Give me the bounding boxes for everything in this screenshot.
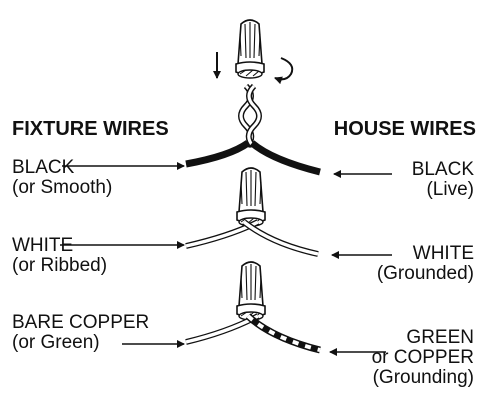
label-line: GREEN bbox=[406, 327, 474, 348]
label-line: BLACK bbox=[411, 159, 474, 180]
wire-connector-icon bbox=[235, 19, 265, 79]
white-house-wire bbox=[242, 219, 319, 257]
label-line: BARE COPPER bbox=[12, 312, 150, 333]
black-house-wire bbox=[249, 140, 321, 176]
label-line: (Live) bbox=[426, 179, 474, 200]
house-black-label: BLACK (Live) bbox=[412, 160, 474, 200]
twisted-wire-pair bbox=[238, 83, 262, 149]
wire-connector-icon bbox=[236, 167, 266, 227]
house-green-label: GREEN or COPPER (Grounding) bbox=[372, 328, 474, 388]
label-line: (Grounding) bbox=[372, 367, 474, 388]
label-line: (or Ribbed) bbox=[12, 255, 108, 276]
label-line: (or Green) bbox=[12, 332, 100, 353]
house-white-label: WHITE (Grounded) bbox=[377, 244, 474, 284]
white-fixture-wire bbox=[185, 219, 260, 249]
wire-connector-icon bbox=[236, 261, 266, 321]
label-line: WHITE bbox=[12, 235, 74, 256]
label-line: (or Smooth) bbox=[12, 177, 113, 198]
fixture-wires-header: FIXTURE WIRES bbox=[12, 118, 169, 140]
label-line: BLACK bbox=[12, 157, 75, 178]
label-line: (Grounded) bbox=[376, 263, 474, 284]
black-fixture-wire bbox=[185, 140, 251, 168]
fixture-copper-label: BARE COPPER (or Green) bbox=[12, 313, 149, 353]
fixture-black-label: BLACK (or Smooth) bbox=[12, 158, 112, 198]
label-line: or COPPER bbox=[371, 347, 474, 368]
rotate-arrow-icon bbox=[274, 57, 294, 85]
green-house-wire bbox=[245, 313, 321, 354]
house-wires-header: HOUSE WIRES bbox=[333, 118, 476, 140]
label-line: WHITE bbox=[412, 243, 474, 264]
fixture-white-label: WHITE (or Ribbed) bbox=[12, 236, 107, 276]
